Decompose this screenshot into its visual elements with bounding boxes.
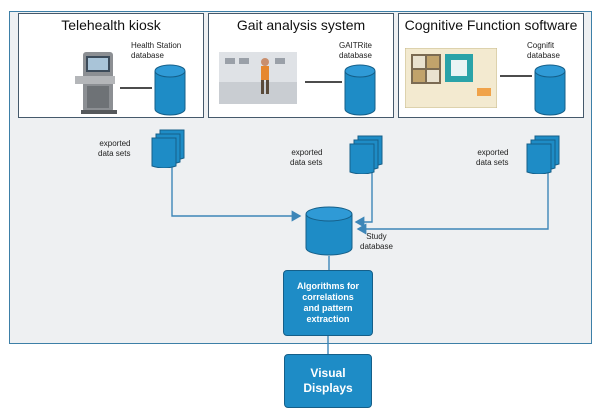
kiosk-image: [75, 52, 117, 114]
cognifit-screenshot-image: [405, 48, 497, 108]
cognitive-function-title: Cognitive Function software: [404, 17, 578, 33]
telehealth-kiosk-title: Telehealth kiosk: [61, 17, 161, 33]
telehealth-kiosk-box: Telehealth kiosk Health Station database: [18, 13, 204, 118]
arrow-left-to-study: [171, 166, 302, 222]
exported-data-sets-icon-right: [526, 135, 560, 174]
gait-image: [219, 52, 297, 104]
arrow-right-to-study: [356, 168, 549, 235]
algorithms-line-1: Algorithms for: [297, 281, 359, 291]
gait-analysis-title: Gait analysis system: [236, 17, 366, 33]
algorithms-line-2: correlations: [302, 292, 354, 302]
visual-displays-box: Visual Displays: [284, 354, 372, 408]
health-station-database-icon: [154, 64, 186, 116]
arrow-mid-to-study: [354, 168, 373, 228]
gait-analysis-box: Gait analysis system GAITRite database: [208, 13, 394, 118]
visual-line-1: Visual: [310, 366, 346, 380]
gaitrite-database-icon: [344, 64, 376, 116]
algorithms-box: Algorithms for correlations and pattern …: [283, 270, 373, 336]
study-database-icon: [305, 206, 353, 256]
exported-label-middle: exported data sets: [290, 148, 323, 167]
cognifit-db-label: Cognifit database: [527, 41, 560, 60]
cognifit-database-icon: [534, 64, 566, 116]
exported-label-left: exported data sets: [98, 139, 131, 158]
study-database-label: Study database: [360, 232, 393, 251]
health-station-db-label: Health Station database: [131, 41, 182, 60]
cognitive-function-box: Cognitive Function software Cognifit dat…: [398, 13, 584, 118]
gaitrite-db-label: GAITRite database: [339, 41, 372, 60]
exported-label-right: exported data sets: [476, 148, 509, 167]
algorithms-line-4: extraction: [306, 314, 350, 324]
exported-data-sets-icon-middle: [349, 135, 383, 174]
exported-data-sets-icon-left: [151, 129, 185, 168]
algorithms-line-3: and pattern: [303, 303, 353, 313]
visual-line-2: Displays: [303, 381, 353, 395]
